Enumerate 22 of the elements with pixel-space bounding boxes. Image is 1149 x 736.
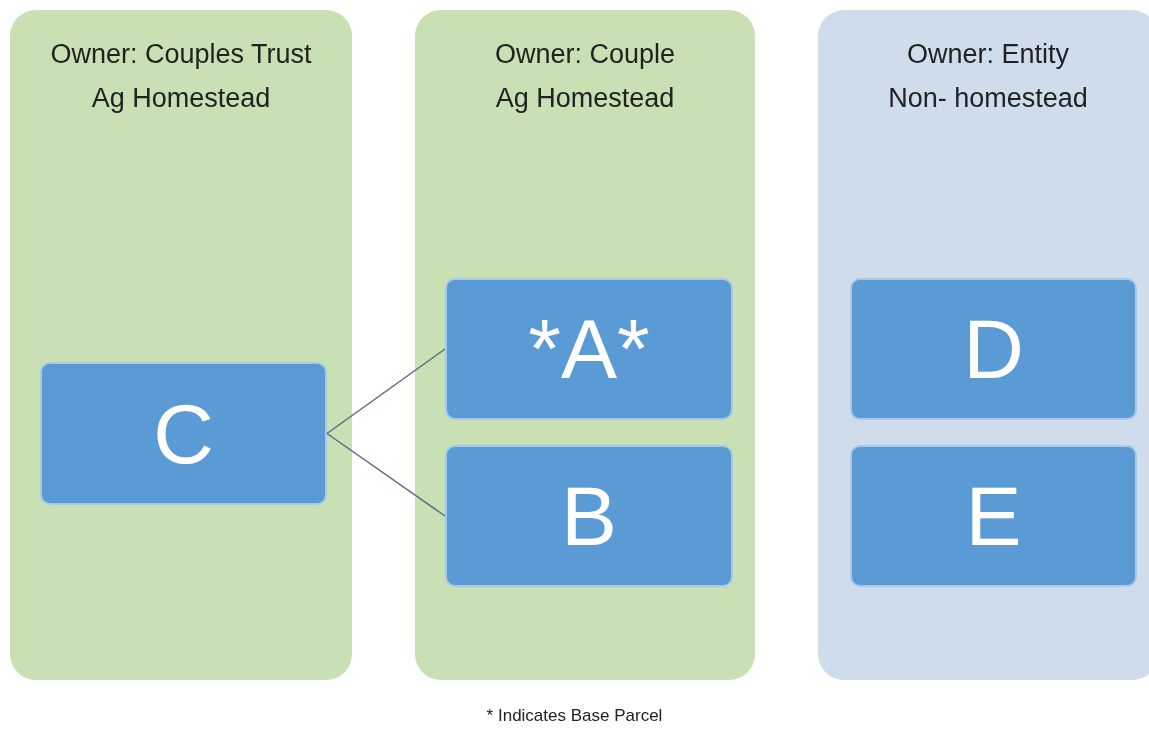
owner-panel	[10, 10, 352, 680]
parcel-box	[445, 278, 733, 420]
homestead-label: Non- homestead	[887, 81, 1089, 115]
parcel-box	[850, 278, 1137, 420]
owner-label: Owner: Entity	[905, 38, 1071, 71]
parcel-box	[850, 445, 1137, 587]
owner-label: Owner: Couple	[493, 38, 677, 71]
owner-panel	[415, 10, 755, 680]
parcel-box	[40, 362, 327, 505]
footnote: * Indicates Base Parcel	[485, 706, 664, 726]
parcel-letter: E	[965, 474, 1022, 558]
parcel-letter: C	[153, 391, 214, 476]
homestead-label: Ag Homestead	[494, 81, 676, 115]
homestead-label: Ag Homestead	[90, 81, 272, 115]
owner-label: Owner: Couples Trust	[49, 38, 313, 71]
parcel-box	[445, 445, 733, 587]
connector-line	[326, 348, 446, 435]
connector-line	[326, 432, 446, 517]
owner-panel	[818, 10, 1149, 680]
parcel-letter: D	[963, 307, 1024, 391]
parcel-letter: *A*	[528, 307, 650, 391]
parcel-letter: B	[561, 474, 617, 558]
